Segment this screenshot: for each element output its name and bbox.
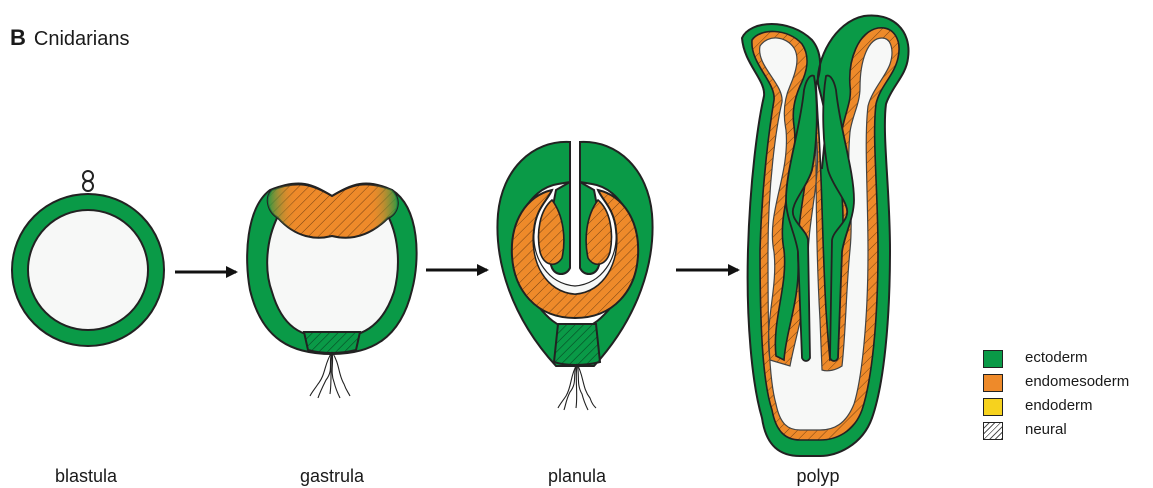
legend-swatch-neural (983, 422, 1003, 440)
gastrula-neural-region (304, 332, 360, 353)
polar-body-icon (83, 181, 93, 191)
stage-label-polyp: polyp (796, 466, 839, 486)
legend-swatch-ectoderm (983, 350, 1003, 368)
stage-label-planula: planula (548, 466, 607, 486)
planula-endomesoderm (512, 190, 638, 318)
planula-apical-tuft (558, 364, 596, 410)
legend-label-endomesoderm: endomesoderm (1025, 373, 1129, 390)
panel-letter: B (10, 25, 26, 50)
legend-label-endoderm: endoderm (1025, 397, 1093, 414)
gastrula-apical-tuft (310, 352, 350, 398)
polar-body-icon (83, 171, 93, 181)
planula-neural-region (554, 324, 600, 365)
legend-swatch-endoderm (983, 398, 1003, 416)
legend-label-ectoderm: ectoderm (1025, 349, 1088, 366)
blastula-cavity (28, 210, 148, 330)
planula-stage (497, 142, 652, 410)
legend-label-neural: neural (1025, 421, 1067, 438)
blastula-stage (12, 171, 164, 346)
stage-label-blastula: blastula (55, 466, 118, 486)
polyp-stage (742, 15, 909, 456)
legend-swatch-endomesoderm (983, 374, 1003, 392)
stage-label-gastrula: gastrula (300, 466, 365, 486)
panel-title: Cnidarians (34, 28, 130, 50)
panel-heading: B Cnidarians (10, 26, 130, 51)
gastrula-stage (247, 183, 416, 398)
